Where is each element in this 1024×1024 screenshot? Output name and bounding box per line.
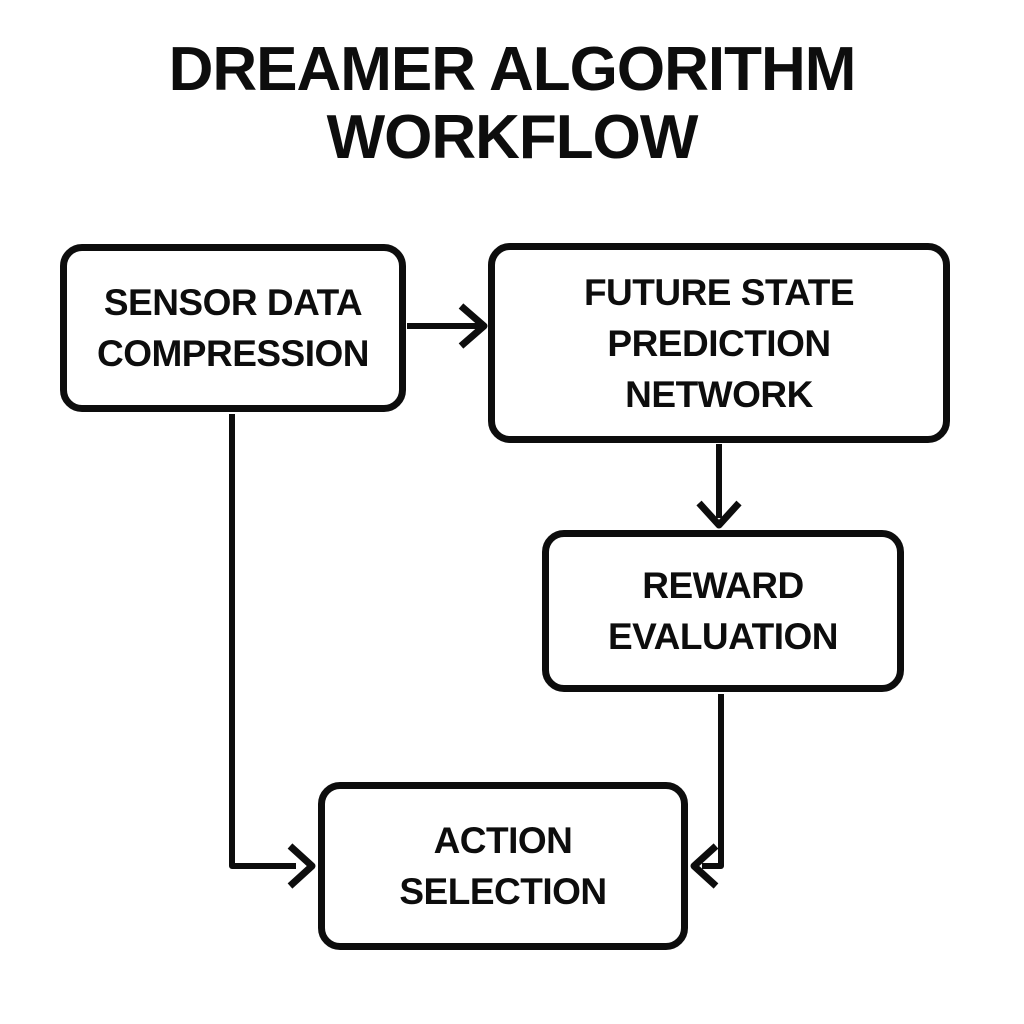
edge-reward-to-action [690, 694, 724, 889]
edge-sensor-to-action [229, 414, 316, 889]
node-label: FUTURE STATE PREDICTION NETWORK [583, 271, 855, 415]
node-label: REWARD EVALUATION [607, 565, 839, 657]
node-label: ACTION SELECTION [399, 820, 607, 912]
edge-future-to-reward [696, 444, 742, 529]
node-sensor-data-compression: SENSOR DATA COMPRESSION [60, 244, 406, 412]
edge-sensor-to-future [407, 303, 488, 349]
node-future-state-prediction-network: FUTURE STATE PREDICTION NETWORK [488, 243, 950, 443]
node-label: SENSOR DATA COMPRESSION [96, 282, 370, 374]
node-action-selection: ACTION SELECTION [318, 782, 688, 950]
node-reward-evaluation: REWARD EVALUATION [542, 530, 904, 692]
diagram-title: DREAMER ALGORITHM WORKFLOW [168, 35, 857, 172]
